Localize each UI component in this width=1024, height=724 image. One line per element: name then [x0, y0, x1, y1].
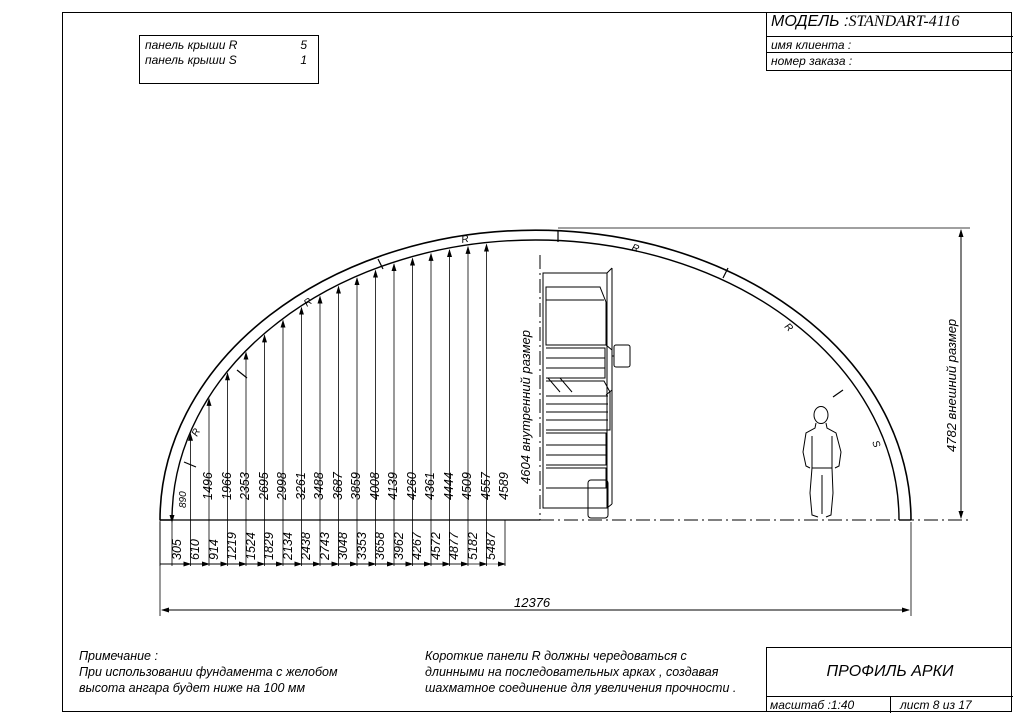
height-label: 3261 [294, 472, 308, 500]
note-line: Короткие панели R должны чередоваться с [425, 649, 687, 663]
note-left: Примечание : При использовании фундамент… [79, 648, 338, 696]
order-number-field: номер заказа : [771, 54, 853, 68]
outer-height-label: 4782 внешний размер [944, 319, 959, 452]
panel-legend: панель крыши R 5 панель крыши S 1 [139, 35, 319, 84]
offset-label: 2743 [318, 532, 332, 561]
offset-label: 3962 [392, 532, 406, 560]
model-value: STANDART-4116 [848, 13, 960, 30]
offset-label: 914 [207, 539, 221, 560]
height-label-short: 890 [178, 491, 189, 508]
height-lines [169, 243, 489, 523]
inner-height-label: 4604 внутренний размер [518, 330, 533, 484]
height-label: 4260 [405, 472, 419, 500]
height-label: 3859 [349, 472, 363, 500]
offset-label: 3048 [336, 532, 350, 560]
offset-label: 610 [188, 539, 202, 560]
height-label: 2353 [238, 472, 252, 501]
human-figure [802, 406, 842, 518]
model-title: МОДЕЛЬ :STANDART-4116 [771, 13, 960, 31]
panel-row-s: панель крыши S 1 [145, 53, 315, 67]
offset-label: 5182 [466, 532, 480, 560]
title-block-footer: масштаб :1:40 лист 8 из 17 [767, 696, 1013, 713]
panel-mark: R [782, 321, 795, 334]
height-label: 4008 [368, 472, 382, 500]
height-label: 4361 [423, 472, 437, 500]
panel-label: панель крыши S [145, 53, 237, 67]
span-label: 12376 [514, 595, 551, 610]
drawing-title: ПРОФИЛЬ АРКИ [826, 663, 954, 680]
panel-count: 5 [300, 38, 307, 52]
height-label: 4444 [442, 472, 456, 500]
height-label: 4589 [497, 472, 511, 500]
truck-illustration [542, 267, 631, 519]
offset-label: 4267 [410, 531, 424, 560]
offset-label: 4877 [447, 531, 461, 560]
offset-label: 4572 [429, 532, 443, 560]
note-line: высота ангара будет ниже на 100 мм [79, 681, 306, 695]
divider [767, 52, 1013, 53]
panel-mark: R [190, 427, 203, 439]
arch-outer [159, 229, 912, 521]
divider [767, 36, 1013, 37]
title-block: ПРОФИЛЬ АРКИ масштаб :1:40 лист 8 из 17 [766, 647, 1013, 713]
offset-label: 1829 [262, 532, 276, 560]
panel-marks: R R R R R S [190, 234, 882, 450]
client-name-field: имя клиента : [771, 38, 852, 52]
height-label: 2695 [257, 472, 271, 501]
offset-label: 1219 [225, 532, 239, 560]
offset-label: 3353 [355, 532, 369, 560]
scale-label: масштаб :1:40 [770, 698, 855, 712]
offset-label: 1524 [244, 532, 258, 560]
offset-labels: 305 610 914 1219 1524 1829 2134 2438 274… [170, 531, 498, 561]
height-label: 1496 [201, 472, 215, 500]
sheet-label: лист 8 из 17 [900, 698, 972, 712]
note-line: шахматное соединение для увеличения проч… [425, 681, 737, 695]
height-labels: 890 1496 1966 2353 2695 2998 3261 3488 3… [178, 471, 511, 508]
panel-mark: R [630, 242, 640, 255]
height-label: 4557 [479, 471, 493, 500]
model-header: МОДЕЛЬ :STANDART-4116 имя клиента : номе… [766, 12, 1013, 71]
divider [890, 697, 891, 713]
panel-mark: R [461, 234, 470, 246]
height-label: 2998 [275, 472, 289, 501]
offset-label: 2134 [281, 532, 295, 561]
offset-label: 5487 [484, 531, 498, 560]
note-line: длинными на последовательных арках , соз… [425, 665, 719, 679]
panel-count: 1 [300, 53, 307, 67]
panel-joints [183, 231, 844, 468]
height-label: 4509 [460, 472, 474, 500]
panel-row-r: панель крыши R 5 [145, 38, 315, 52]
model-label: МОДЕЛЬ : [771, 13, 849, 30]
offset-label: 3658 [373, 532, 387, 560]
note-title: Примечание : [79, 649, 158, 663]
offset-label: 305 [170, 539, 184, 560]
panel-mark: S [869, 439, 882, 450]
note-line: При использовании фундамента с желобом [79, 665, 338, 679]
drawing-frame [62, 12, 1012, 712]
offset-lines [159, 520, 506, 567]
offset-label: 2438 [299, 532, 313, 561]
height-label: 4139 [386, 472, 400, 500]
arch-inner [171, 239, 900, 521]
panel-label: панель крыши R [145, 38, 238, 52]
note-right: Короткие панели R должны чередоваться с … [425, 648, 736, 696]
height-label: 3687 [331, 471, 345, 500]
height-label: 3488 [312, 472, 326, 500]
height-label: 1966 [220, 472, 234, 500]
